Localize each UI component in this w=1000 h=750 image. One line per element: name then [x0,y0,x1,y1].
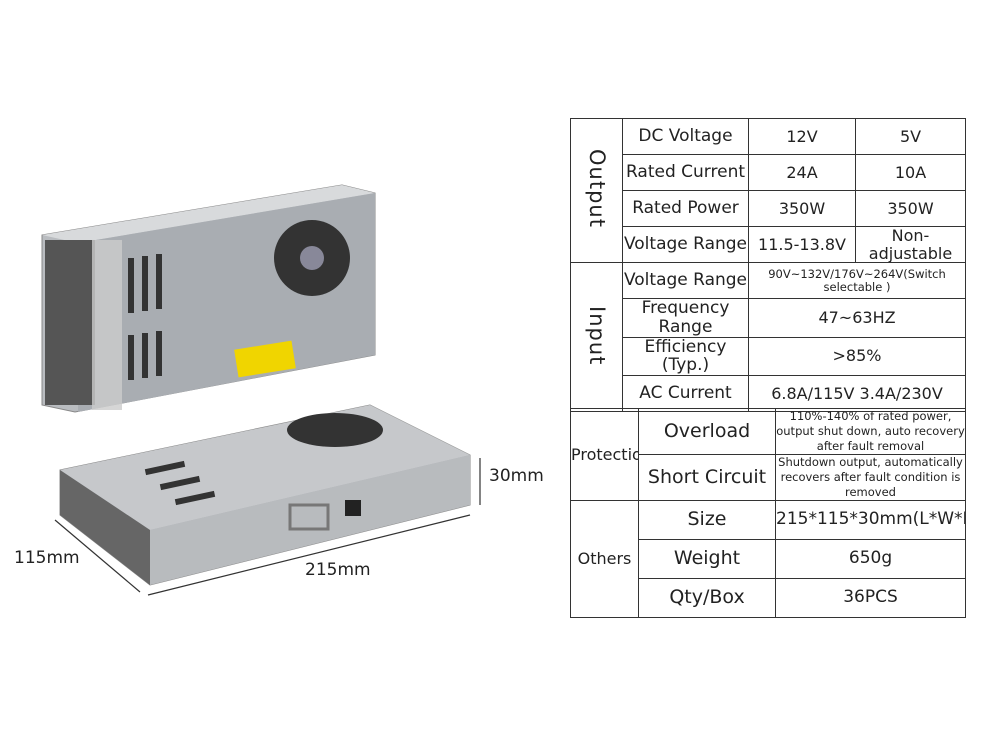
spec-value: 90V~132V/176V~264V(Switch selectable ) [748,262,966,300]
table-row: Rated Power 350W 350W [571,190,966,227]
spec-value-12v: 12V [748,118,856,155]
spec-value-5v: 10A [855,154,966,191]
spec-label: Weight [638,538,776,579]
output-input-spec-table: Output DC Voltage 12V 5V Rated Current 2… [570,117,966,412]
spec-value: 6.8A/115V 3.4A/230V [748,374,966,412]
table-row: Output DC Voltage 12V 5V [570,117,966,264]
spec-label: DC Voltage [622,118,749,155]
spec-label: Voltage Range [622,262,749,300]
table-row: Rated Current 24A 10A [571,154,966,191]
spec-value: 215*115*30mm(L*W*H) [775,499,966,540]
spec-label: Qty/Box [638,577,776,618]
table-row: Input Voltage Range 90V~132V/176V~264V(S… [570,262,966,412]
table-row: Qty/Box 36PCS [571,577,966,618]
spec-label: AC Current [622,374,749,412]
power-supply-front-view [41,184,376,413]
protection-section-label: Protection [570,408,639,501]
power-supply-side-view [59,404,471,586]
spec-label: Size [638,499,776,540]
table-row: Protection Overload 110%-140% of rated p… [570,408,966,501]
power-supply-illustration [41,184,481,596]
spec-label: Frequency Range [622,298,749,338]
spec-value-5v: 350W [855,190,966,227]
spec-value-5v: Non-adjustable [855,225,966,264]
spec-label: Voltage Range [622,225,749,264]
input-section-label: Input [585,305,610,365]
table-row: Others Size 215*115*30mm(L*W*H) [570,499,966,618]
table-row: Short Circuit Shutdown output, automatic… [571,453,966,501]
spec-value-5v: 5V [855,118,966,155]
table-row: Weight 650g [571,538,966,579]
spec-label: Efficiency (Typ.) [622,336,749,376]
spec-value: 650g [775,538,966,579]
dimension-lines [54,458,481,596]
spec-value: 47~63HZ [748,298,966,338]
spec-value: 110%-140% of rated power, output shut do… [775,408,966,455]
table-row: Frequency Range 47~63HZ [571,298,966,338]
spec-value-12v: 24A [748,154,856,191]
height-dimension-label: 30mm [489,466,544,486]
spec-label: Overload [638,408,776,455]
others-section-label: Others [570,499,639,618]
spec-label: Rated Current [622,154,749,191]
table-row: Efficiency (Typ.) >85% [571,336,966,376]
spec-value-12v: 11.5-13.8V [748,225,856,264]
spec-value: 36PCS [775,577,966,618]
width-dimension-label: 115mm [14,548,80,568]
table-row: Voltage Range 11.5-13.8V Non-adjustable [571,225,966,264]
table-row: AC Current 6.8A/115V 3.4A/230V [571,374,966,412]
spec-value: Shutdown output, automatically recovers … [775,453,966,501]
spec-label: Rated Power [622,190,749,227]
protection-others-spec-table: Protection Overload 110%-140% of rated p… [570,408,966,618]
output-section-label: Output [585,149,610,229]
spec-value: >85% [748,336,966,376]
spec-label: Short Circuit [638,453,776,501]
spec-value-12v: 350W [748,190,856,227]
length-dimension-label: 215mm [305,560,371,580]
